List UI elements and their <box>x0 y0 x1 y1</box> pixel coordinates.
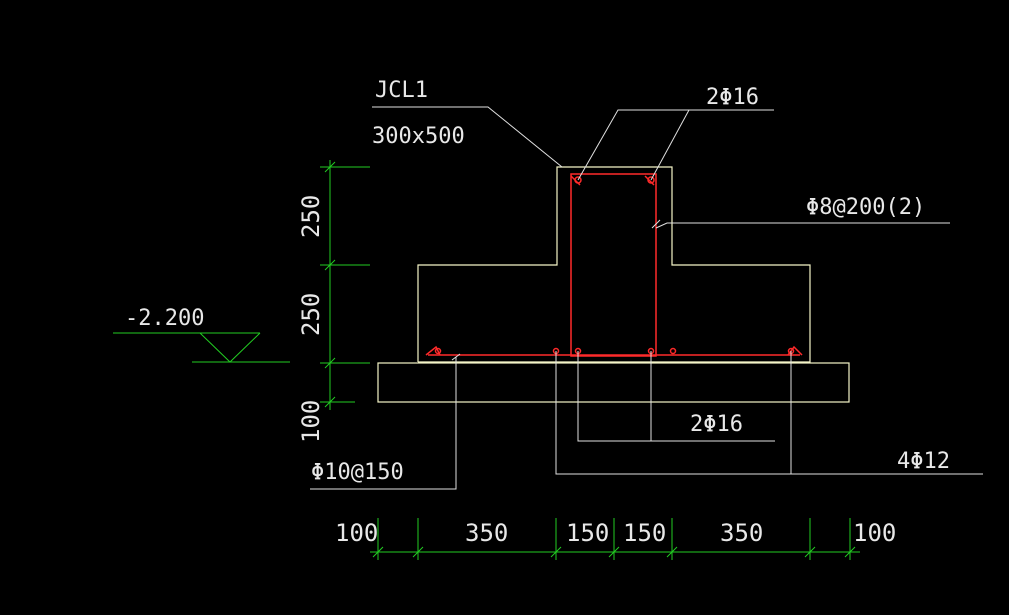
vdim-base-text: 100 <box>297 400 325 443</box>
stirrup-leader <box>655 222 950 229</box>
horizontal-dimension-texts: 100 350 150 150 350 100 <box>335 519 896 547</box>
concrete-outline <box>377 166 850 403</box>
rebar-dot-bottom-1 <box>434 347 442 355</box>
beam-size-label: 300x500 <box>372 124 465 149</box>
elevation-triangle <box>199 332 261 363</box>
elevation-marker <box>113 332 290 363</box>
hdim-tick-2 <box>412 546 424 558</box>
stirrup-tick <box>651 219 661 229</box>
stirrup-label: Φ8@200(2) <box>806 195 925 220</box>
beam-name-leader <box>372 106 563 168</box>
annotation-texts: JCL1 300x500 2Φ16 Φ8@200(2) -2.200 2Φ16 … <box>125 78 950 485</box>
hdim-tick-1 <box>372 546 384 558</box>
elevation-label: -2.200 <box>125 306 204 331</box>
vertical-dimension <box>320 160 370 410</box>
beam-name-label: JCL1 <box>375 78 428 103</box>
vdim-tick-3 <box>324 357 336 369</box>
distribution-bars-tick <box>451 353 461 361</box>
rebar-dot-top-right <box>647 176 655 184</box>
beam-section-outline <box>417 166 811 363</box>
bottom-bars-leader <box>555 351 983 475</box>
horizontal-dimension <box>370 518 860 560</box>
hdim-text-6: 100 <box>853 519 896 547</box>
vdim-tick-1 <box>324 161 336 173</box>
hdim-tick-6 <box>804 546 816 558</box>
bottom-rebar-hook-left <box>425 345 441 356</box>
stirrup-rebar <box>570 173 657 357</box>
hdim-text-1: 100 <box>335 519 378 547</box>
hdim-tick-3 <box>550 546 562 558</box>
distribution-bars-leader <box>310 357 457 490</box>
vdim-lower-text: 250 <box>297 293 325 336</box>
hdim-text-4: 150 <box>623 519 666 547</box>
top-bars-label: 2Φ16 <box>706 85 759 110</box>
stirrup-hook-right <box>644 175 655 186</box>
middle-bars-leader <box>577 351 775 442</box>
vdim-tick-4 <box>324 396 336 408</box>
hdim-text-2: 350 <box>465 519 508 547</box>
top-bars-leader <box>577 109 774 181</box>
leader-lines <box>310 106 983 490</box>
hdim-tick-5 <box>666 546 678 558</box>
vertical-dimension-texts: 250 250 100 <box>297 195 325 443</box>
bottom-bars-label: 4Φ12 <box>897 449 950 474</box>
vdim-tick-2 <box>324 259 336 271</box>
hdim-text-5: 350 <box>720 519 763 547</box>
rebar-group <box>425 173 803 357</box>
distribution-bars-label: Φ10@150 <box>311 460 404 485</box>
top-bars-leader-2 <box>650 109 690 181</box>
vdim-upper-text: 250 <box>297 195 325 238</box>
middle-bars-label: 2Φ16 <box>690 412 743 437</box>
hdim-tick-7 <box>844 546 856 558</box>
cushion-layer-outline <box>377 362 850 403</box>
rebar-dot-top-left <box>574 176 582 184</box>
bottom-rebar-hook-right <box>787 345 803 356</box>
rebar-dot-bottom-5 <box>669 347 677 355</box>
hdim-text-3: 150 <box>566 519 609 547</box>
hdim-tick-4 <box>608 546 620 558</box>
